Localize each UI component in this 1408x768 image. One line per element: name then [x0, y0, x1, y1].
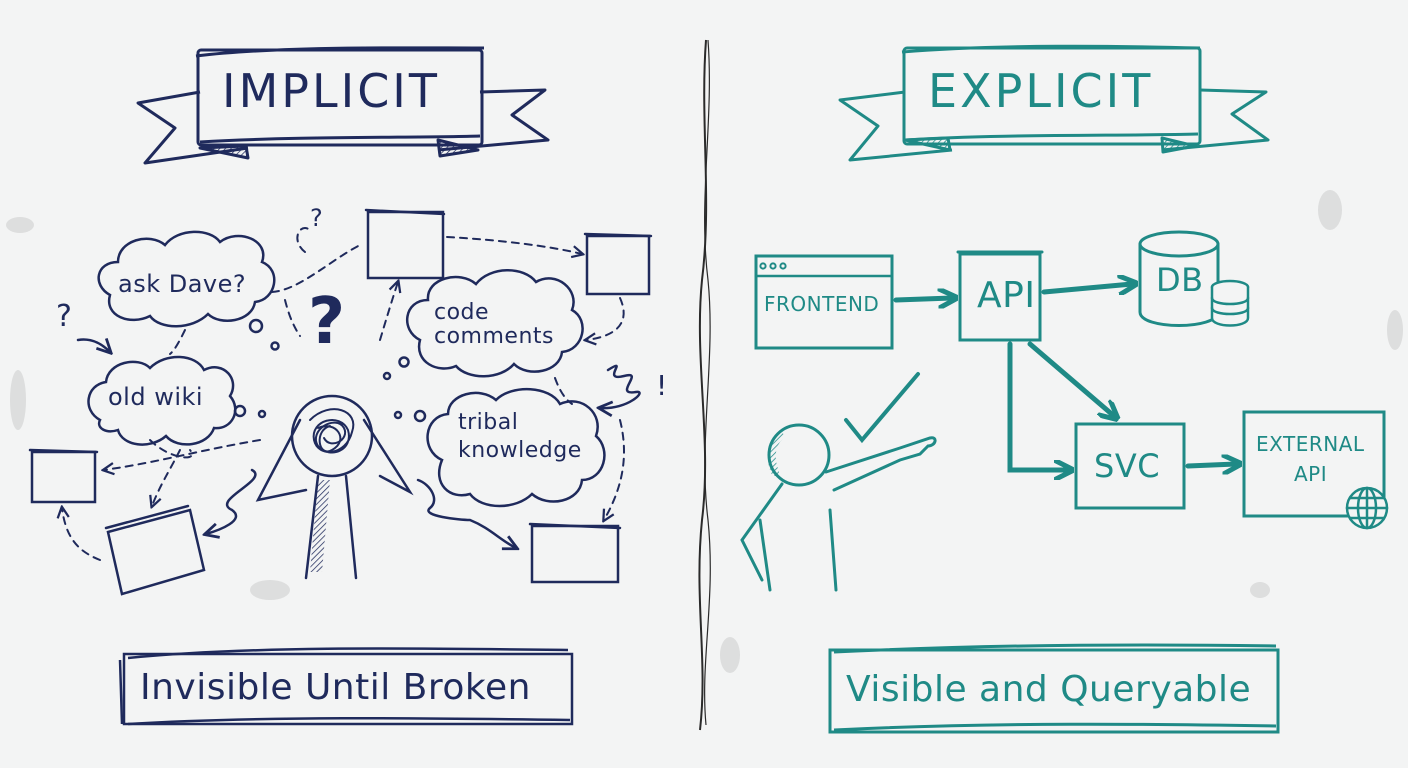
cloud-code-comments: [405, 269, 584, 378]
external-api-label-line1: EXTERNAL: [1256, 432, 1365, 456]
implicit-banner: [136, 46, 550, 165]
explicit-caption: Visible and Queryable: [846, 669, 1252, 710]
external-api-node: [1242, 410, 1386, 518]
question-mark-top-icon: ?: [310, 204, 323, 232]
cloud-code-comments-line2: comments: [434, 324, 554, 349]
cloud-code-comments-line1: code: [434, 300, 490, 325]
implicit-box-3: [30, 450, 97, 504]
cloud-tribal-knowledge-line2: knowledge: [458, 438, 582, 463]
external-api-label-line2: API: [1294, 462, 1328, 486]
edge-api-svc-elbow: [1007, 341, 1068, 470]
cloud-tribal-knowledge: [426, 388, 606, 508]
center-divider: [698, 39, 708, 731]
api-node: [958, 252, 1042, 342]
db-label: DB: [1156, 261, 1204, 299]
cloud-old-wiki: [87, 355, 237, 446]
cloud-old-wiki-label: old wiki: [108, 383, 204, 411]
db-node: [1138, 230, 1250, 327]
paper-smudges: [6, 190, 1403, 673]
edge-svc-external: [1185, 464, 1236, 466]
frontend-node: [754, 254, 894, 350]
implicit-diagram: [28, 208, 653, 596]
edge-frontend-api: [893, 298, 952, 300]
exclamation-icon: !: [656, 369, 668, 402]
explicit-diagram: [740, 230, 1389, 592]
api-label: API: [977, 275, 1036, 316]
confused-person: [255, 394, 414, 580]
implicit-caption: Invisible Until Broken: [140, 667, 531, 708]
implicit-box-1: [366, 210, 445, 280]
implicit-banner-title: IMPLICIT: [222, 64, 440, 118]
checkmark-icon: [844, 372, 920, 444]
implicit-caption-frame: [118, 647, 574, 726]
cloud-ask-dave-label: ask Dave?: [118, 270, 247, 298]
cloud-tribal-knowledge-line1: tribal: [458, 410, 519, 435]
edge-api-svc: [1027, 341, 1114, 416]
explicit-banner: [838, 44, 1270, 162]
edge-api-db: [1041, 284, 1132, 292]
explicit-caption-frame: [828, 643, 1280, 734]
cloud-ask-dave: [97, 230, 276, 328]
implicit-box-4: [106, 508, 206, 596]
svc-node: [1074, 422, 1186, 510]
implicit-box-2: [585, 234, 651, 296]
frontend-label: FRONTEND: [764, 292, 880, 316]
explicit-banner-title: EXPLICIT: [928, 64, 1154, 118]
question-mark-large-icon: ?: [308, 285, 346, 359]
question-mark-small-icon: ?: [56, 299, 72, 334]
svc-label: SVC: [1094, 447, 1161, 485]
implicit-box-5: [530, 524, 620, 584]
globe-icon: [1345, 486, 1389, 530]
pointing-person: [740, 423, 937, 592]
